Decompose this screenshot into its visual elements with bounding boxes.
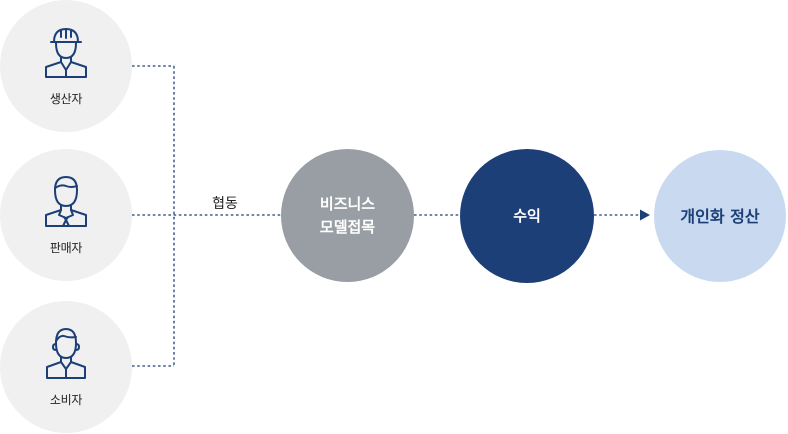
collaboration-label: 협동: [212, 196, 238, 212]
person-icon: [46, 328, 86, 379]
arrow-head-icon: [640, 209, 650, 221]
settlement-label: 개인화 정산: [680, 206, 760, 226]
actor-label-producer: 생산자: [49, 92, 83, 106]
business-model-line1: 비즈니스: [319, 194, 376, 213]
actor-consumer: 소비자: [0, 301, 132, 433]
actor-producer: 생산자: [0, 0, 132, 132]
worker-hardhat-icon: [45, 28, 87, 78]
profit-node: 수익: [460, 149, 594, 283]
actor-label-consumer: 소비자: [49, 393, 83, 407]
profit-label: 수익: [513, 206, 541, 225]
settlement-node: 개인화 정산: [654, 150, 786, 282]
business-model-line2: 모델접목: [319, 217, 376, 236]
actor-seller: 판매자: [0, 149, 132, 281]
businessman-icon: [45, 176, 87, 227]
actor-label-seller: 판매자: [49, 241, 83, 255]
business-model-node: 비즈니스 모델접목: [281, 149, 414, 282]
